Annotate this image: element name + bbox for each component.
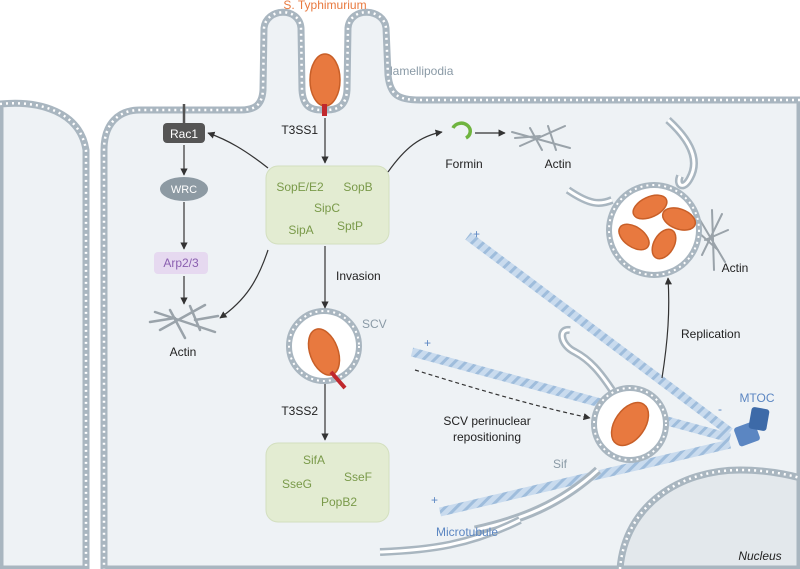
wrc-label: WRC	[171, 184, 197, 196]
scv-repositioning-line2: repositioning	[453, 430, 521, 444]
bacterium-entering	[309, 53, 341, 107]
mt-plus-3: +	[431, 493, 438, 507]
t3ss1-needle	[322, 104, 327, 116]
effector-sipa: SipA	[288, 223, 313, 237]
actin-mesh-right	[697, 209, 729, 271]
effector-sseg: SseG	[282, 477, 312, 491]
actin-mesh-left	[148, 303, 220, 340]
t3ss2-effector-box	[265, 442, 390, 523]
rac1-label: Rac1	[170, 127, 198, 141]
effector-popb2: PopB2	[321, 495, 357, 509]
sif-label: Sif	[553, 457, 568, 471]
nucleus-label: Nucleus	[738, 549, 781, 563]
effector-sopb: SopB	[343, 180, 372, 194]
mtoc-label: MTOC	[739, 391, 774, 405]
lamellipodia-label: lamellipodia	[390, 64, 454, 78]
scv-label: SCV	[362, 317, 387, 331]
replicative-scv	[565, 117, 702, 278]
actin-left-label: Actin	[170, 345, 197, 359]
effector-sifa: SifA	[303, 453, 325, 467]
arrows	[180, 118, 672, 441]
effector-sope: SopE/E2	[276, 180, 324, 194]
actin-top-label: Actin	[545, 157, 572, 171]
bacterium-label: S. Typhimurium	[283, 0, 366, 12]
effector-ssef: SseF	[344, 470, 372, 484]
mt-minus: -	[718, 402, 722, 416]
mt-plus-2: +	[424, 336, 431, 350]
wrc-oval	[160, 177, 208, 201]
actin-mesh-top	[511, 125, 571, 151]
neighbor-cell	[0, 99, 90, 569]
effector-sipc: SipC	[314, 201, 340, 215]
microtubule-label: Microtubule	[436, 525, 498, 539]
effector-sptp: SptP	[337, 219, 363, 233]
t3ss1-effector-box	[265, 165, 390, 245]
mtoc-icon	[734, 407, 770, 447]
actin-right-label: Actin	[722, 261, 749, 275]
arp23-box	[154, 252, 208, 274]
formin-icon	[451, 121, 472, 140]
t3ss2-label: T3SS2	[281, 404, 318, 418]
perinuclear-scv	[379, 325, 669, 556]
arp23-label: Arp2/3	[163, 256, 199, 270]
replication-label: Replication	[681, 327, 740, 341]
mt-plus-1: +	[473, 227, 480, 241]
scv-repositioning-line1: SCV perinuclear	[443, 414, 530, 428]
formin-label: Formin	[445, 157, 482, 171]
invasion-label: Invasion	[336, 269, 381, 283]
rac1-box	[163, 123, 205, 143]
t3ss1-label: T3SS1	[281, 123, 318, 137]
